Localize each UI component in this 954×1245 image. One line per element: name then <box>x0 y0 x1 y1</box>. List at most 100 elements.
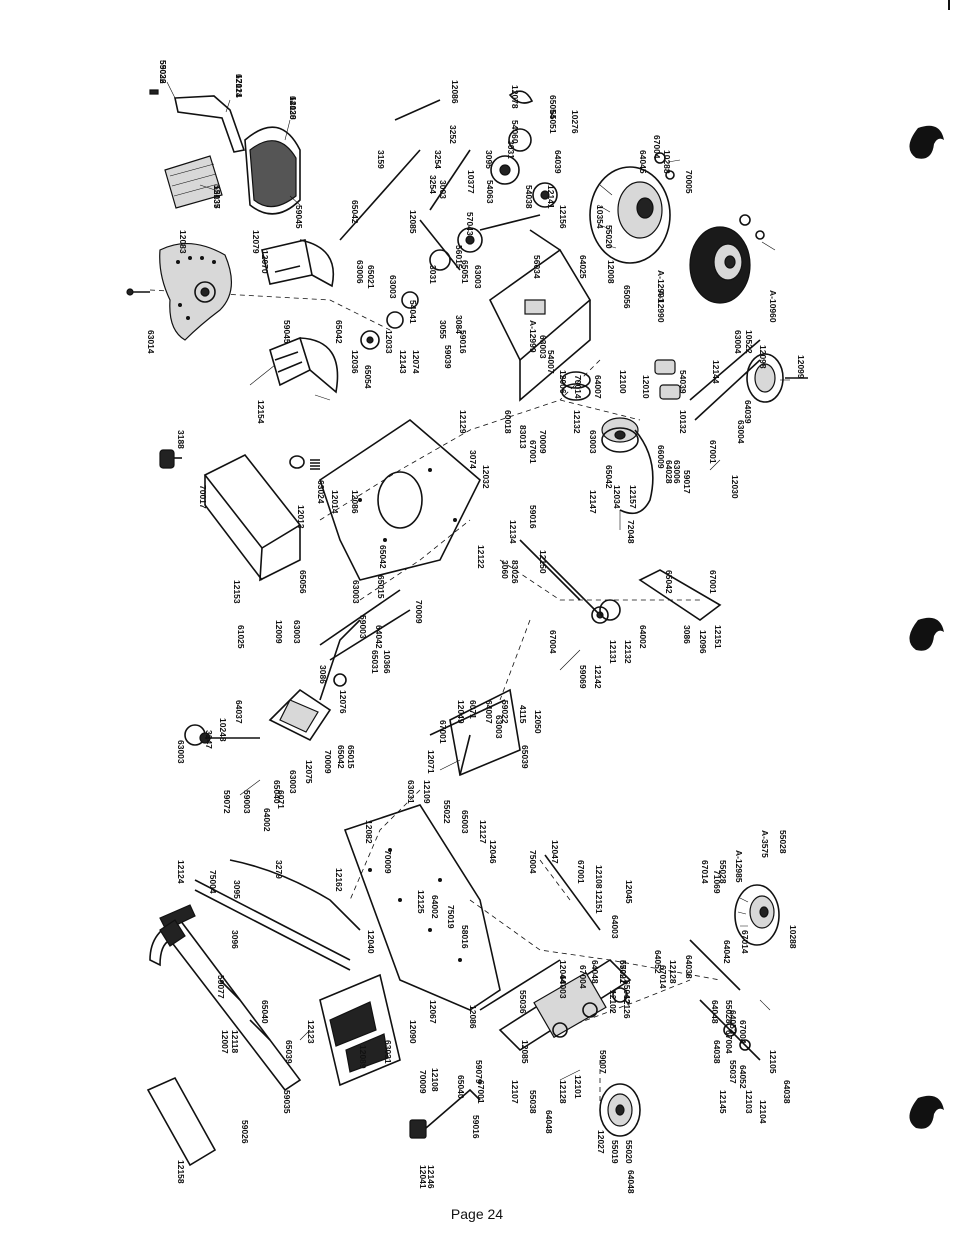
part-number-label: 67014 <box>700 860 710 884</box>
brake-handle <box>409 1088 481 1139</box>
part-number-label: 67004 <box>724 1030 734 1054</box>
part-number-label: 12127 <box>478 820 488 844</box>
part-number-label: 12044 <box>558 960 568 984</box>
part-number-label: 59003 <box>358 615 368 639</box>
part-number-label: 64038 <box>288 96 298 120</box>
part-number-label: 12013 <box>296 505 306 529</box>
part-number-label: 12007 <box>220 1030 230 1054</box>
part-number-label: 12045 <box>624 880 634 904</box>
part-number-label: 12078 <box>510 85 520 109</box>
part-number-label: 70017 <box>198 485 208 509</box>
part-number-label: 55037 <box>212 185 222 209</box>
part-number-label: 12036 <box>350 350 360 374</box>
part-number-label: 65040 <box>456 1075 466 1099</box>
part-number-label: 63003 <box>538 335 548 359</box>
part-number-label: 63006 <box>355 260 365 284</box>
part-number-label: 64038 <box>712 1040 722 1064</box>
part-number-label: 54038 <box>524 185 534 209</box>
part-number-label: 59039 <box>443 345 453 369</box>
part-number-label: 64007 <box>484 700 494 724</box>
part-number-label: 12132 <box>623 640 633 664</box>
part-number-label: 12082 <box>364 820 374 844</box>
part-number-label: A-12999 <box>528 320 538 353</box>
part-number-label: 59022 <box>500 700 510 724</box>
part-number-label: 12129 <box>458 410 468 434</box>
part-number-label: 55038 <box>528 1090 538 1114</box>
part-number-label: 12086 <box>450 80 460 104</box>
part-number-label: 3095 <box>484 150 494 169</box>
rear-pulley <box>746 353 808 403</box>
part-number-label: 59045 <box>282 320 292 344</box>
part-number-label: 63004 <box>736 420 746 444</box>
part-number-label: 59077 <box>216 975 226 999</box>
part-number-label: 67004 <box>652 135 662 159</box>
part-number-label: 65015 <box>376 575 386 599</box>
clutch-rod <box>319 589 411 661</box>
part-number-label: 12086 <box>350 490 360 514</box>
part-number-label: 67014 <box>740 930 750 954</box>
part-number-label: 12125 <box>416 890 426 914</box>
part-number-label: 64042 <box>374 625 384 649</box>
part-number-label: 64042 <box>722 940 732 964</box>
part-number-label: 59026 <box>240 1120 250 1144</box>
part-number-label: 63003 <box>473 265 483 289</box>
part-number-label: 59016 <box>471 1115 481 1139</box>
part-number-label: 63003 <box>351 580 361 604</box>
part-number-label: 64052 <box>653 950 663 974</box>
part-number-label: 10248 <box>218 718 228 742</box>
part-number-label: 3086 <box>318 665 328 684</box>
part-number-label: 55028 <box>778 830 788 854</box>
part-number-label: 12075 <box>304 760 314 784</box>
part-number-label: 59069 <box>578 665 588 689</box>
main-frame <box>343 804 501 1011</box>
part-number-label: 3031 <box>506 140 516 159</box>
part-number-label: 63024 <box>316 480 326 504</box>
part-number-label: 3084 <box>454 315 464 334</box>
part-number-label: 65054 <box>548 95 558 119</box>
battery-hold-bolt <box>159 449 182 469</box>
part-number-label: 12134 <box>508 520 518 544</box>
part-number-label: 12047 <box>550 840 560 864</box>
part-number-label: 83013 <box>518 425 528 449</box>
part-number-label: 12132 <box>572 410 582 434</box>
part-number-label: 12142 <box>593 665 603 689</box>
part-number-label: 12100 <box>618 370 628 394</box>
part-number-label: 64045 <box>638 150 648 174</box>
part-number-label: 12085 <box>520 1040 530 1064</box>
part-number-label: 64028 <box>664 460 674 484</box>
part-number-label: 65039 <box>520 745 530 769</box>
part-number-label: 12109 <box>422 780 432 804</box>
part-number-label: 75019 <box>446 905 456 929</box>
part-number-label: 59003 <box>242 790 252 814</box>
part-number-label: 65042 <box>664 570 674 594</box>
part-number-label: 65056 <box>298 570 308 594</box>
part-number-label: 12151 <box>713 625 723 649</box>
part-number-label: 12040 <box>366 930 376 954</box>
assembly-guide-lines <box>149 289 721 1110</box>
part-number-label: 65042 <box>336 745 346 769</box>
part-number-label: 10354 <box>595 205 605 229</box>
part-number-label: 64002 <box>638 625 648 649</box>
handle-bar <box>149 919 302 1092</box>
page-corner-mark <box>948 0 950 10</box>
part-number-label: 70009 <box>538 430 548 454</box>
part-number-label: 64003 <box>610 915 620 939</box>
part-number-label: 67004 <box>578 965 588 989</box>
part-number-label: 12086 <box>468 1005 478 1029</box>
seat-spring-bracket <box>269 336 339 394</box>
part-number-label: 59007 <box>598 1050 608 1074</box>
part-number-label: 55022 <box>618 960 628 984</box>
part-number-label: 64025 <box>578 255 588 279</box>
spring <box>289 455 320 470</box>
part-number-label: 65015 <box>346 745 356 769</box>
part-number-label: 12154 <box>256 400 266 424</box>
small-hardware-right <box>654 152 765 240</box>
part-number-label: 3055 <box>438 320 448 339</box>
seat-bracket <box>149 89 246 153</box>
part-number-label: 70014 <box>573 375 583 399</box>
part-number-label: 12099 <box>796 355 806 379</box>
part-number-label: 12147 <box>588 490 598 514</box>
part-number-label: A-10960 <box>768 290 778 323</box>
part-number-label: 12151 <box>594 890 604 914</box>
part-number-label: 12046 <box>488 840 498 864</box>
